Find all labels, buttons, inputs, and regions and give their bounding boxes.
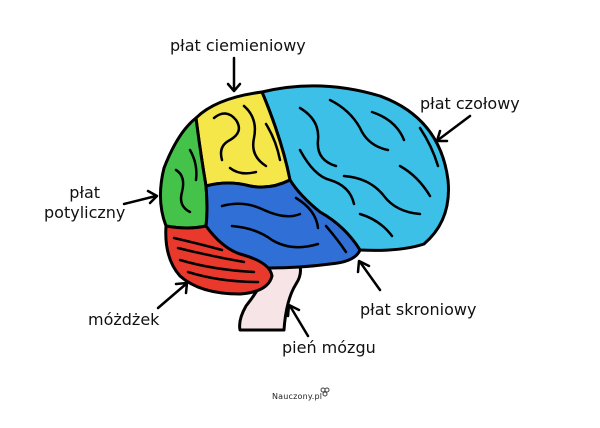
clover-icon [320,387,330,397]
arrow-occipital [122,194,158,206]
label-brainstem: pień mózgu [282,338,376,357]
label-frontal-lobe: płat czołowy [420,94,520,113]
label-cerebellum: móżdżek [88,310,160,329]
label-occipital-line1: płat [69,183,101,202]
brainstem-region [238,264,302,332]
label-temporal-lobe: płat skroniowy [360,300,477,319]
watermark-text: Nauczony.pl [272,392,323,401]
arrow-cerebellum [156,282,188,310]
arrow-frontal [436,114,472,142]
label-occipital-line2: potyliczny [44,203,126,222]
label-parietal-lobe: płat ciemieniowy [170,36,306,55]
arrow-temporal [358,260,382,292]
arrow-brainstem [288,304,310,338]
label-occipital-lobe: płat potyliczny [44,183,125,223]
